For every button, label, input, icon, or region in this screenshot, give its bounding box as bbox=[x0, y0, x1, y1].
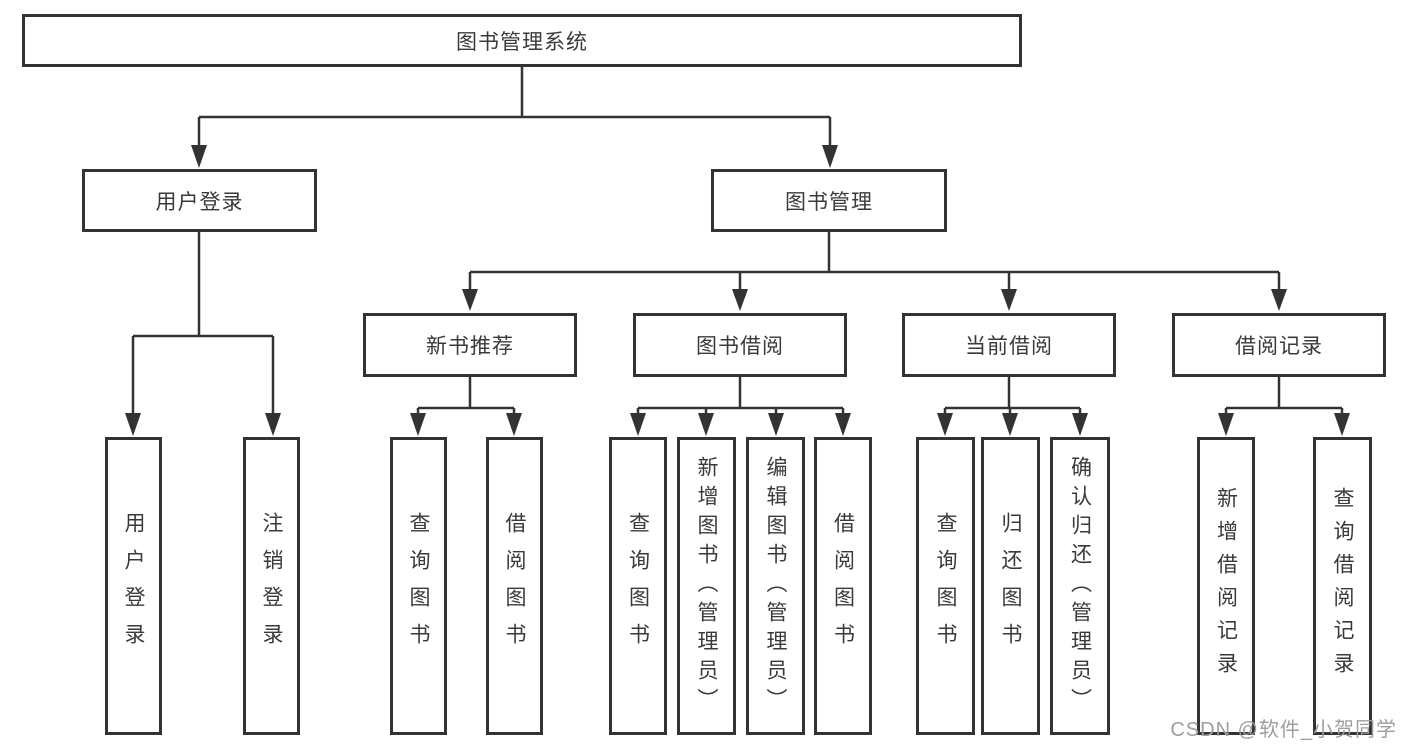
node-borrow-records-label: 借阅记录 bbox=[1235, 335, 1323, 358]
node-book-mgmt-label: 图书管理 bbox=[785, 190, 873, 214]
leaf-logout: 注销登录 bbox=[243, 437, 300, 735]
node-book-borrow: 图书借阅 bbox=[633, 313, 847, 377]
leaf-borrow-book: 借阅图书 bbox=[814, 437, 872, 735]
leaf-borrow-edit-admin: 编辑图书（管理员） bbox=[746, 437, 805, 735]
leaf-borrow-edit-admin-label: 编辑图书（管理员） bbox=[764, 455, 787, 717]
node-user-login-label: 用户登录 bbox=[155, 190, 244, 214]
leaf-logout-label: 注销登录 bbox=[260, 512, 283, 660]
leaf-borrow-add-admin: 新增图书（管理员） bbox=[677, 437, 736, 735]
node-new-book-recommend: 新书推荐 bbox=[363, 313, 577, 377]
node-current-borrow: 当前借阅 bbox=[902, 313, 1116, 377]
leaf-newbook-query: 查询图书 bbox=[390, 437, 447, 735]
leaf-current-return: 归还图书 bbox=[981, 437, 1040, 735]
leaf-user-login-label: 用户登录 bbox=[122, 512, 145, 660]
leaf-current-return-label: 归还图书 bbox=[999, 512, 1022, 660]
leaf-newbook-borrow-label: 借阅图书 bbox=[503, 512, 526, 660]
node-new-book-recommend-label: 新书推荐 bbox=[426, 335, 514, 358]
node-book-mgmt: 图书管理 bbox=[711, 169, 947, 232]
csdn-watermark: CSDN @软件_小贺同学 bbox=[1170, 719, 1397, 741]
leaf-borrow-add-admin-label: 新增图书（管理员） bbox=[695, 455, 718, 717]
leaf-record-query-label: 查询借阅记录 bbox=[1331, 487, 1354, 685]
leaf-borrow-query-label: 查询图书 bbox=[626, 512, 650, 660]
leaf-current-query: 查询图书 bbox=[916, 437, 975, 735]
leaf-record-add: 新增借阅记录 bbox=[1197, 437, 1255, 735]
arrowheads bbox=[125, 145, 1350, 436]
node-book-borrow-label: 图书借阅 bbox=[696, 335, 784, 358]
leaf-newbook-borrow: 借阅图书 bbox=[486, 437, 543, 735]
leaf-newbook-query-label: 查询图书 bbox=[407, 512, 430, 660]
connector-current-branch bbox=[943, 377, 1082, 415]
leaf-borrow-book-label: 借阅图书 bbox=[831, 512, 855, 660]
leaf-borrow-query: 查询图书 bbox=[609, 437, 667, 735]
node-current-borrow-label: 当前借阅 bbox=[965, 335, 1053, 358]
node-root: 图书管理系统 bbox=[22, 14, 1022, 67]
leaf-user-login: 用户登录 bbox=[105, 437, 162, 735]
connector-mgmt-branch bbox=[468, 232, 1281, 291]
leaf-current-confirm-admin-label: 确认归还（管理员） bbox=[1068, 455, 1092, 717]
node-borrow-records: 借阅记录 bbox=[1172, 313, 1386, 377]
leaf-current-query-label: 查询图书 bbox=[934, 512, 957, 660]
leaf-record-query: 查询借阅记录 bbox=[1313, 437, 1372, 735]
connector-login-branch bbox=[131, 232, 275, 415]
connector-root-branch bbox=[197, 67, 832, 147]
node-root-label: 图书管理系统 bbox=[456, 30, 588, 54]
leaf-record-add-label: 新增借阅记录 bbox=[1214, 487, 1238, 685]
connector-newbook-branch bbox=[416, 377, 516, 415]
leaf-current-confirm-admin: 确认归还（管理员） bbox=[1050, 437, 1110, 735]
connector-records-branch bbox=[1224, 377, 1344, 415]
connector-borrow-branch bbox=[636, 377, 845, 415]
node-user-login: 用户登录 bbox=[82, 169, 317, 232]
